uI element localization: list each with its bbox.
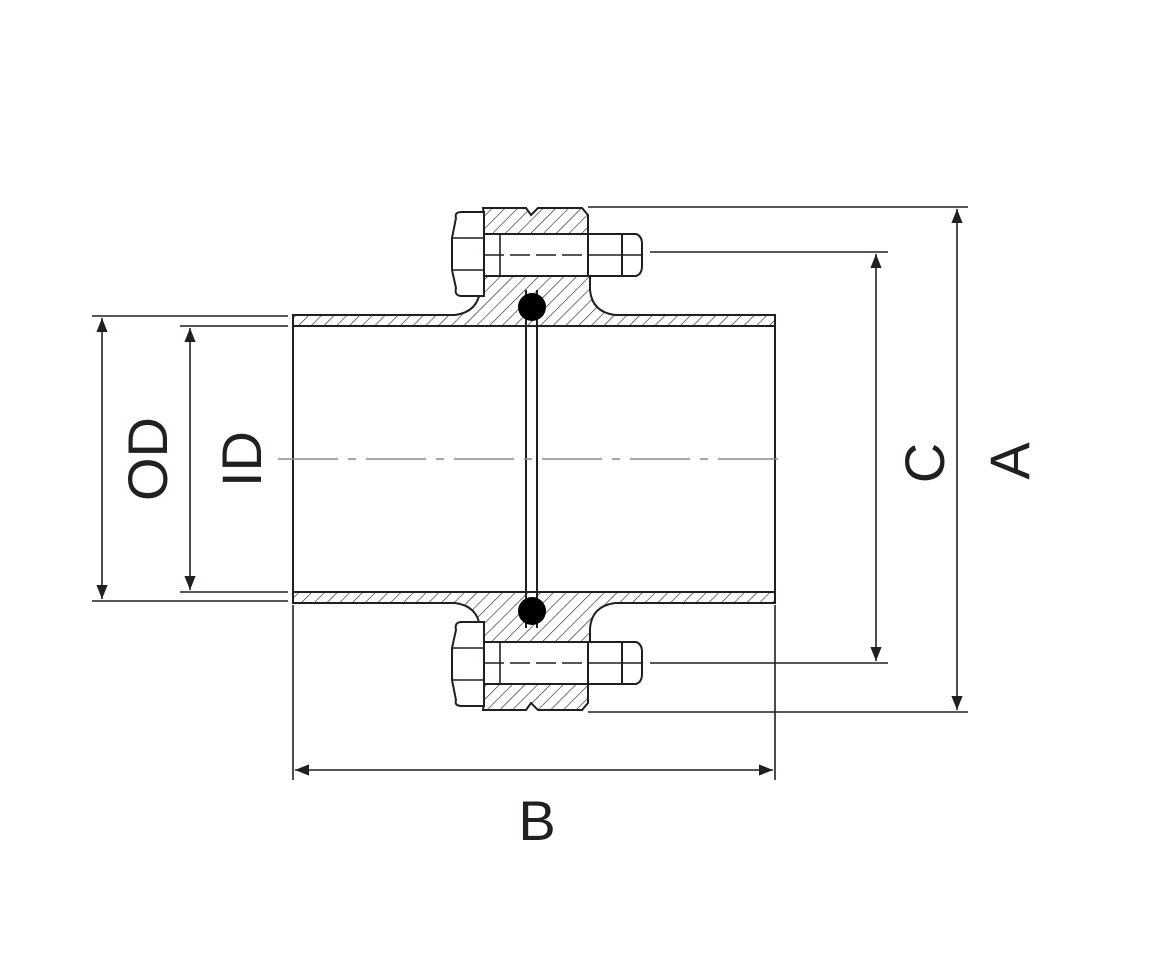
upper-bolt <box>451 211 643 297</box>
upper-wall-section <box>292 254 776 327</box>
b-label: B <box>518 789 555 852</box>
od-label: OD <box>116 417 179 501</box>
lower-o-ring <box>518 597 546 625</box>
id-label: ID <box>210 431 273 487</box>
upper-o-ring <box>518 293 546 321</box>
dimension-lines <box>96 209 963 776</box>
c-label: C <box>893 443 956 483</box>
lower-wall-section <box>292 591 776 664</box>
extension-lines <box>92 206 968 780</box>
lower-bolt <box>451 621 643 707</box>
a-label: A <box>978 442 1041 480</box>
